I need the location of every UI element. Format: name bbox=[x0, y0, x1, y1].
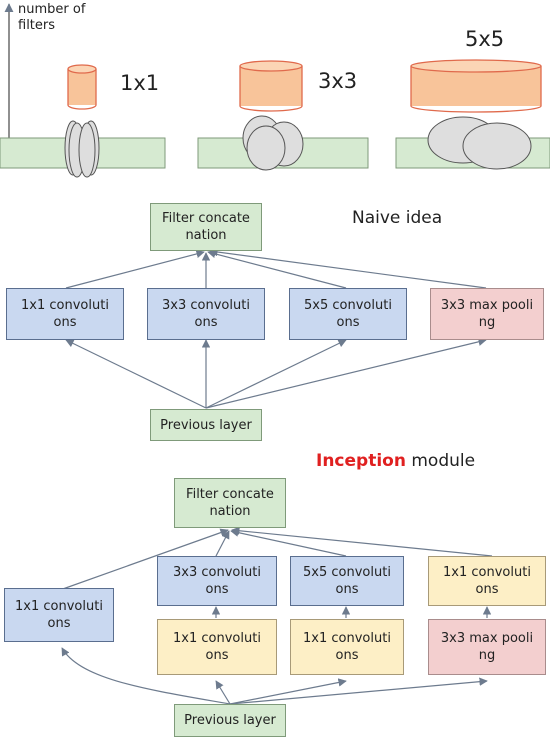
naive-previous-layer: Previous layer bbox=[150, 409, 262, 441]
inception-reduce-1x1-b: 1x1 convoluti ons bbox=[290, 619, 404, 675]
inception-title-highlight: Inception bbox=[316, 451, 406, 471]
naive-branch-3x3-conv: 3x3 convoluti ons bbox=[147, 288, 265, 340]
filter-cylinder-3x3 bbox=[239, 60, 303, 112]
inception-arrows bbox=[59, 526, 493, 705]
naive-branch-5x5-conv: 5x5 convoluti ons bbox=[289, 288, 407, 340]
inception-title-rest: module bbox=[411, 451, 476, 471]
inception-branch-5x5-conv: 5x5 convoluti ons bbox=[290, 556, 404, 606]
inception-branch-1x1-conv: 1x1 convoluti ons bbox=[4, 588, 114, 642]
naive-filter-concatenation: Filter concate nation bbox=[150, 203, 262, 251]
kernel-ovals-1x1 bbox=[64, 120, 100, 178]
inception-branch-3x3-conv: 3x3 convoluti ons bbox=[157, 556, 277, 606]
naive-title: Naive idea bbox=[352, 208, 443, 228]
filters-axis-label: number of filters bbox=[18, 2, 86, 33]
filter-cylinder-5x5 bbox=[410, 59, 542, 113]
naive-branch-1x1-conv: 1x1 convoluti ons bbox=[6, 288, 124, 340]
inception-max-pool: 3x3 max pooli ng bbox=[428, 619, 546, 675]
kernel-ovals-5x5 bbox=[427, 116, 532, 170]
size-label-1x1: 1x1 bbox=[120, 71, 160, 95]
size-label-3x3: 3x3 bbox=[318, 69, 358, 93]
filter-cylinder-1x1 bbox=[67, 64, 97, 110]
inception-pool-projection-1x1: 1x1 convoluti ons bbox=[428, 556, 546, 606]
kernel-ovals-3x3 bbox=[242, 115, 304, 171]
naive-arrows bbox=[65, 247, 487, 409]
size-label-5x5: 5x5 bbox=[465, 27, 505, 51]
naive-branch-max-pool: 3x3 max pooli ng bbox=[430, 288, 544, 340]
inception-previous-layer: Previous layer bbox=[174, 704, 286, 737]
inception-filter-concatenation: Filter concate nation bbox=[174, 478, 286, 528]
inception-title: Inception module bbox=[316, 451, 475, 471]
inception-reduce-1x1-a: 1x1 convoluti ons bbox=[157, 619, 277, 675]
